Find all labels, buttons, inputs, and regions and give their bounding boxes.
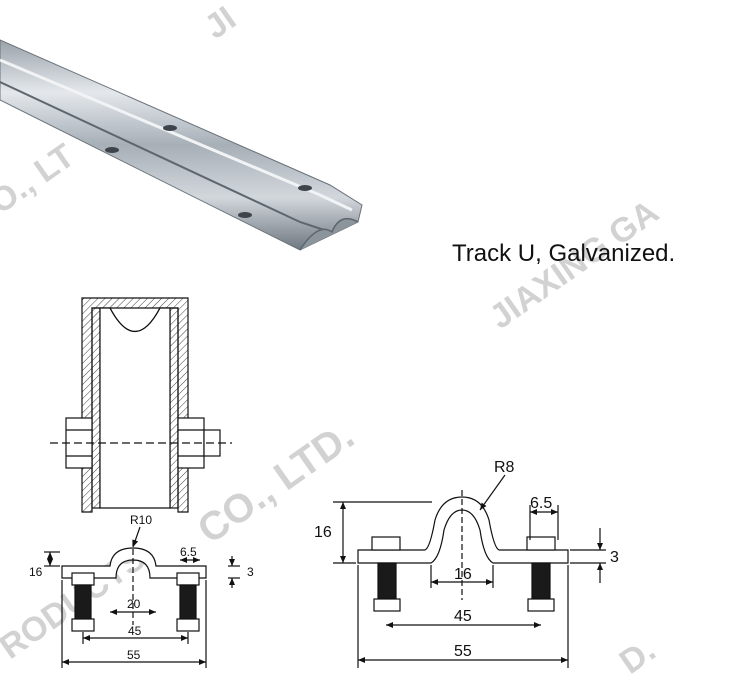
radius-label: R10: [130, 513, 152, 527]
left-drawing: [44, 297, 240, 668]
wheel-plate: [91, 307, 101, 509]
wheel: [99, 307, 171, 509]
bolt-head: [526, 536, 556, 551]
left-dimension-labels: R10 6.5 16 3 20 45 55: [29, 513, 254, 662]
pitch-label: 45: [128, 624, 142, 638]
bolt: [74, 584, 92, 620]
bolt: [531, 562, 551, 600]
bracket: [357, 496, 569, 564]
thickness-label: 3: [610, 549, 619, 566]
height-label: 16: [29, 565, 43, 579]
bend-label: 16: [454, 566, 472, 583]
length-label: 55: [127, 648, 141, 662]
watermark-text: D.: [613, 631, 663, 680]
bolt: [377, 562, 397, 600]
track-u-photo: [0, 39, 363, 251]
hole-label: 6.5: [180, 545, 197, 559]
bracket: [61, 547, 207, 579]
watermark-text: JI: [198, 0, 243, 47]
pitch-label: 45: [454, 608, 472, 625]
right-drawing: [333, 474, 606, 668]
bolt-head: [71, 572, 95, 586]
height-label: 16: [314, 524, 332, 541]
bolt: [179, 584, 197, 620]
radius-label: R8: [494, 459, 515, 476]
right-dimension-labels: R8 6.5 16 3 16 45 55: [314, 459, 619, 660]
wheel-plate: [169, 307, 179, 509]
bolt-head: [371, 536, 401, 551]
length-label: 55: [454, 643, 472, 660]
hole-label: 6.5: [530, 495, 552, 512]
bolt-head: [176, 572, 200, 586]
product-caption: Track U, Galvanized.: [452, 240, 676, 267]
thickness-label: 3: [247, 565, 254, 579]
watermark-text: O., LT: [0, 136, 82, 221]
bend-label: 20: [127, 597, 141, 611]
